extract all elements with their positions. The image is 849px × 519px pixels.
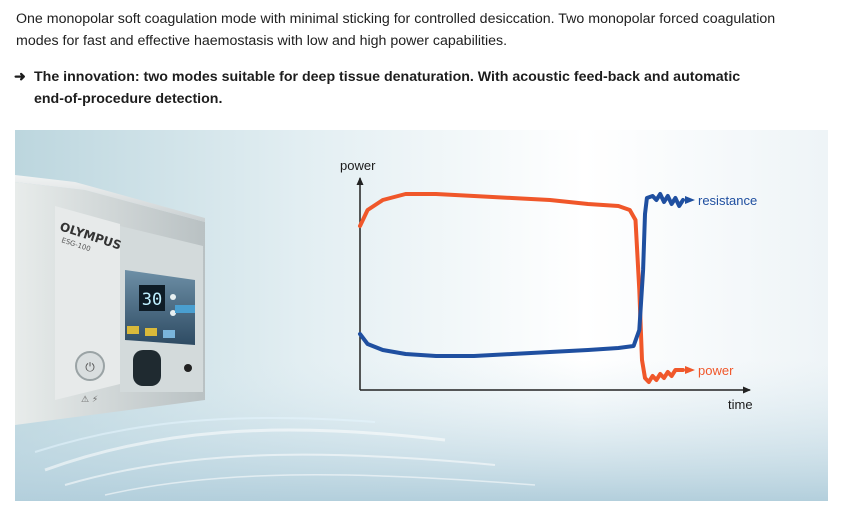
series-line-resistance <box>358 192 685 358</box>
device-socket-small <box>184 364 192 372</box>
device-indicator <box>175 305 195 313</box>
illustration-svg: 30 ⏻ OLYMPUS ESG-100 ⚠ ⚡ power time r <box>15 130 828 501</box>
device-knob <box>170 294 176 300</box>
y-axis-label: power <box>340 158 376 173</box>
x-axis-arrowhead <box>743 386 751 394</box>
series-pointer-power <box>685 366 695 374</box>
device-button <box>145 328 157 336</box>
device-left-face <box>55 206 120 400</box>
power-resistance-chart: power time resistance power <box>340 158 757 412</box>
arrow-right-icon: ➜ <box>14 69 26 85</box>
power-symbol: ⏻ <box>85 360 95 374</box>
device-digit-window <box>139 285 165 311</box>
generator-device: 30 ⏻ OLYMPUS ESG-100 ⚠ ⚡ <box>15 175 205 425</box>
y-axis-arrowhead <box>356 177 364 185</box>
device-button <box>163 330 175 338</box>
innovation-highlight: ➜ The innovation: two modes suitable for … <box>14 66 804 110</box>
series-label-power: power <box>698 363 734 378</box>
intro-text: One monopolar soft coagulation mode with… <box>16 11 776 49</box>
innovation-text: The innovation: two modes suitable for d… <box>34 69 741 107</box>
device-warning-icons: ⚠ ⚡ <box>81 395 98 405</box>
device-button <box>127 326 139 334</box>
device-knob <box>170 310 176 316</box>
illustration-panel: 30 ⏻ OLYMPUS ESG-100 ⚠ ⚡ power time r <box>15 130 828 501</box>
series-pointer-resistance <box>685 196 695 204</box>
device-top <box>15 175 205 222</box>
series-label-resistance: resistance <box>698 193 757 208</box>
device-display-value: 30 <box>142 290 162 310</box>
device-socket <box>133 350 161 386</box>
light-streaks <box>34 416 536 496</box>
x-axis-label: time <box>728 397 753 412</box>
series-line-power <box>358 192 685 384</box>
intro-paragraph: One monopolar soft coagulation mode with… <box>16 8 816 52</box>
power-switch-icon <box>75 351 105 381</box>
